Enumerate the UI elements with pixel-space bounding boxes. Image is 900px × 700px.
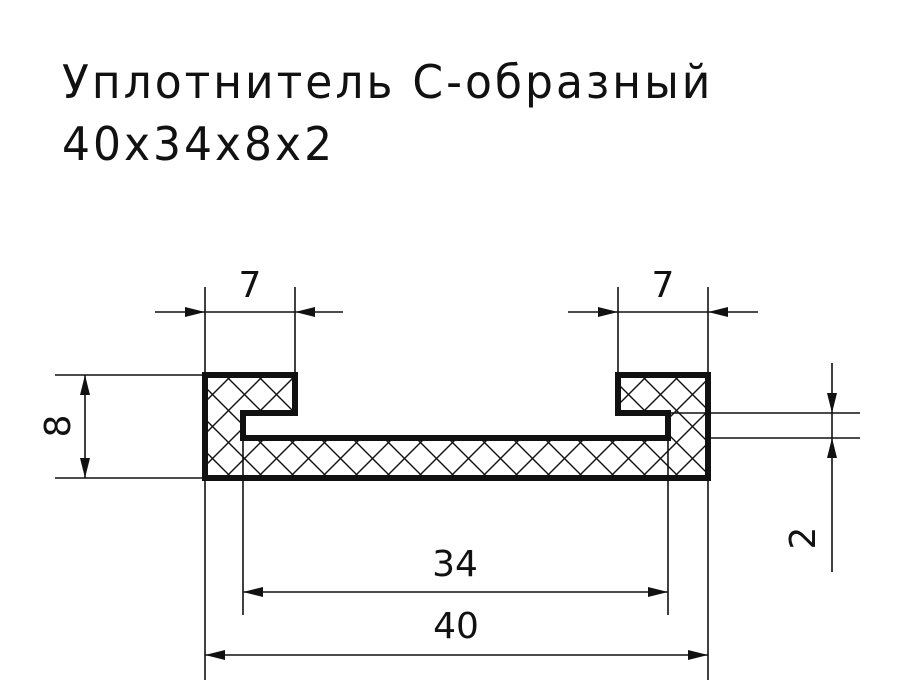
dim-label-thickness: 2	[783, 527, 824, 550]
title-product-name: Уплотнитель С-образный	[62, 56, 714, 110]
dim-label-top-right: 7	[652, 265, 675, 306]
title-dimensions-spec: 40x34x8x2	[62, 118, 336, 172]
dim-label-overall-width: 40	[433, 606, 479, 647]
dim-label-inner-width: 34	[432, 544, 478, 585]
dim-label-top-left: 7	[239, 265, 262, 306]
dim-label-height: 8	[38, 415, 79, 438]
profile-hatching	[205, 375, 708, 478]
dimension-lines	[80, 307, 837, 660]
